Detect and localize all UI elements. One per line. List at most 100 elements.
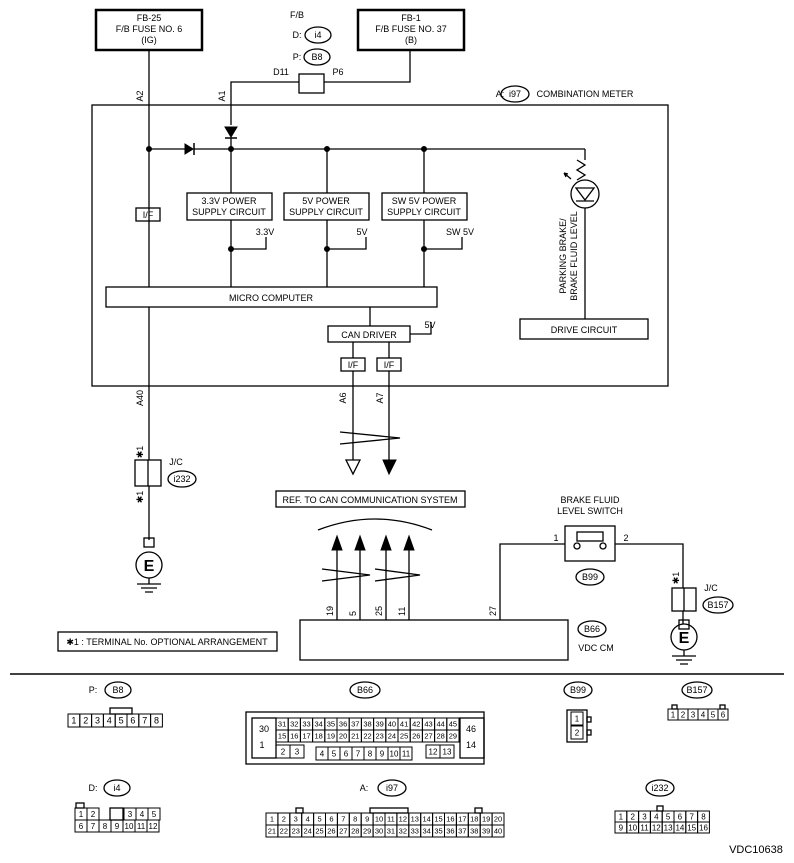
jc-right-mark: ✱1	[671, 572, 681, 585]
brake-switch-pin2: 2	[623, 533, 628, 543]
b8-pin-4: 4	[107, 716, 112, 726]
fuse-right-line2: F/B FUSE NO. 37	[375, 24, 447, 34]
b66-pin-45: 45	[449, 720, 457, 729]
voltage-33: 3.3V	[256, 227, 275, 237]
i232-pin-15: 15	[687, 823, 696, 832]
b66-pin-29: 29	[449, 732, 457, 741]
ref-can-label: REF. TO CAN COMMUNICATION SYSTEM	[282, 495, 457, 505]
combination-meter-box	[91, 104, 669, 387]
micro-computer-label: MICRO COMPUTER	[229, 293, 313, 303]
b66-pin-27: 27	[424, 732, 432, 741]
sw5-line1: SW 5V POWER	[392, 196, 457, 206]
pin-a6: A6	[338, 392, 348, 403]
ps33-box	[186, 192, 273, 221]
i97-pin-33: 33	[411, 827, 419, 836]
b8-name: B8	[112, 685, 123, 695]
b157-pin-4: 4	[701, 710, 706, 719]
ground-label-left: E	[144, 558, 155, 575]
pin-a2: A2	[135, 90, 145, 101]
i232-pin-3: 3	[642, 812, 647, 821]
vdc-pin-25: 25	[374, 606, 384, 616]
voltage-5: 5V	[356, 227, 367, 237]
i232-pin-9: 9	[619, 823, 624, 832]
pin-a1: A1	[217, 90, 227, 101]
b66-pin-21: 21	[351, 732, 359, 741]
b157-pin-2: 2	[681, 710, 686, 719]
conn-label-i97	[500, 85, 530, 103]
i97-pin-13: 13	[411, 815, 419, 824]
i4-pin-7: 7	[91, 822, 96, 831]
b66-pin-41: 41	[400, 720, 408, 729]
i97-pin-11: 11	[387, 815, 395, 824]
i97-pin-12: 12	[399, 815, 407, 824]
i97-pin-29: 29	[363, 827, 371, 836]
i97-pin-28: 28	[351, 827, 359, 836]
b8-pin-7: 7	[142, 716, 147, 726]
b66-pin-28: 28	[437, 732, 445, 741]
i4-pin-9: 9	[115, 822, 120, 831]
b99-pin-2: 2	[575, 728, 580, 737]
b66-pin-14: 14	[466, 740, 476, 750]
i232-pin-4: 4	[654, 812, 659, 821]
i4-pin-2: 2	[91, 810, 96, 819]
b157-cell	[717, 708, 729, 721]
b66-pin-19: 19	[327, 732, 335, 741]
i97-pin-30: 30	[375, 827, 383, 836]
b66-pin-9: 9	[380, 749, 385, 758]
fuse-left-line1: FB-25	[137, 13, 162, 23]
pin-p6: P6	[332, 67, 343, 77]
diode-a1-icon	[224, 126, 238, 138]
if-label-left: I/F	[143, 210, 154, 220]
if-label-a7: I/F	[384, 360, 395, 370]
i4-name: i4	[113, 783, 120, 793]
b66-pin-3: 3	[295, 747, 300, 756]
jc-right-conn: B157	[707, 600, 728, 610]
parking-label-line2: BRAKE FLUID LEVEL	[569, 211, 579, 301]
b66-pin-40: 40	[388, 720, 396, 729]
b66-pin-16: 16	[290, 732, 298, 741]
b157-pin-5: 5	[711, 710, 716, 719]
i97-pin-25: 25	[315, 827, 323, 836]
pin-a40: A40	[135, 390, 145, 406]
b66-cell	[399, 746, 413, 761]
conn-label-b99	[575, 568, 605, 586]
b66-pin-42: 42	[412, 720, 420, 729]
meter-conn: i97	[509, 89, 521, 99]
i4-pin-6: 6	[79, 822, 84, 831]
b66-pin-35: 35	[327, 720, 335, 729]
i97-pin-15: 15	[434, 815, 442, 824]
b66-pin-38: 38	[363, 720, 371, 729]
parking-label-line1: PARKING BRAKE/	[558, 218, 568, 294]
i97-pin-31: 31	[387, 827, 395, 836]
fb-title: F/B	[290, 10, 304, 20]
b66-pin-26: 26	[412, 732, 420, 741]
fuse-right-line1: FB-1	[401, 13, 421, 23]
i232-cell	[697, 821, 710, 834]
b66-pin-23: 23	[376, 732, 384, 741]
i97-pin-18: 18	[470, 815, 478, 824]
i97-pin-19: 19	[482, 815, 490, 824]
jc-left-conn: i232	[173, 474, 190, 484]
i97-pin-8: 8	[353, 815, 357, 824]
i4-pin-4: 4	[140, 810, 145, 819]
drive-circuit-box	[519, 318, 649, 340]
i97-pin-6: 6	[329, 815, 333, 824]
vdc-name: VDC CM	[578, 643, 614, 653]
i232-pin-2: 2	[630, 812, 635, 821]
b8-cell	[150, 713, 163, 728]
i232-pin-1: 1	[619, 812, 624, 821]
i97-pin-34: 34	[422, 827, 430, 836]
b66-name: B66	[357, 685, 373, 695]
i97-pin-24: 24	[303, 827, 311, 836]
b66-pin-22: 22	[363, 732, 371, 741]
b66-cell	[439, 744, 455, 759]
b8-pin-6: 6	[130, 716, 135, 726]
fb-p-conn: B8	[311, 52, 322, 62]
i97-cell	[491, 824, 505, 838]
jc-right-label: J/C	[704, 583, 718, 593]
b66-pin-30: 30	[259, 724, 269, 734]
b66-pin-13: 13	[443, 747, 452, 756]
i232-pin-11: 11	[640, 823, 649, 832]
conn-label-b157	[702, 596, 734, 614]
i232-pin-10: 10	[628, 823, 637, 832]
